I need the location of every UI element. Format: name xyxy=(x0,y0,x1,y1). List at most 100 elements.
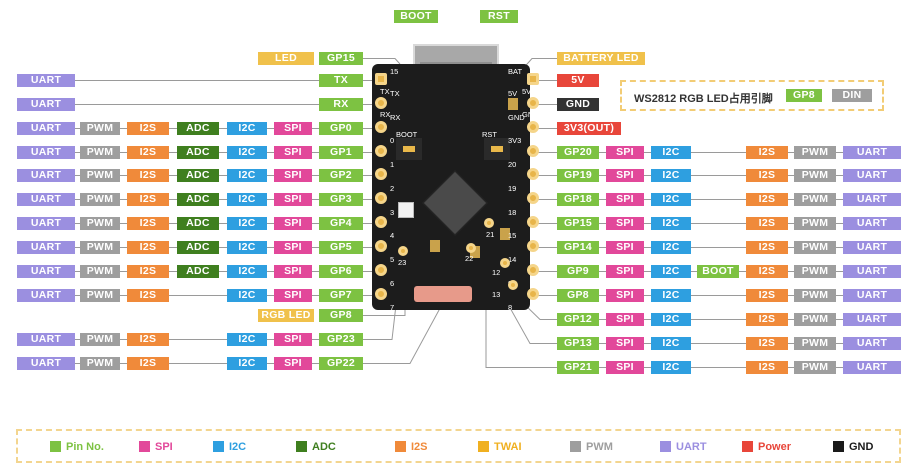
right-pin-pad xyxy=(527,168,539,180)
right-pin-pad xyxy=(527,97,539,109)
pwm-label: PWM xyxy=(794,337,836,350)
i2c-label: I2C xyxy=(227,265,267,278)
legend-swatch xyxy=(660,441,671,452)
i2c-label: I2C xyxy=(227,357,267,370)
legend-label: I2C xyxy=(229,441,247,453)
right-pin-number: 14 xyxy=(508,255,517,264)
i2c-label: I2C xyxy=(651,313,691,326)
i2c-label: I2C xyxy=(227,217,267,230)
legend-item-adc: ADC xyxy=(296,441,336,453)
right-pin-pad xyxy=(527,145,539,157)
right-pin-number: 18 xyxy=(508,208,517,217)
inner-pin-pad xyxy=(398,246,408,256)
left-pin-pad xyxy=(375,240,387,252)
i2s-label: I2S xyxy=(746,146,788,159)
inner-pin-pad xyxy=(484,218,494,228)
pwm-label: PWM xyxy=(794,193,836,206)
left-pin-pad xyxy=(375,264,387,276)
left-pin-number: TX xyxy=(390,89,400,98)
i2s-label: I2S xyxy=(746,361,788,374)
i2c-label: I2C xyxy=(651,241,691,254)
legend-swatch xyxy=(50,441,61,452)
legend-swatch xyxy=(139,441,150,452)
inner-pin-number: 12 xyxy=(492,268,501,277)
left-pin-pad xyxy=(375,73,387,85)
i2s-label: I2S xyxy=(127,333,169,346)
i2c-label: I2C xyxy=(227,169,267,182)
gp0-label: GP0 xyxy=(319,122,363,135)
inner-pin-number: 13 xyxy=(492,290,501,299)
spi-label: SPI xyxy=(606,146,644,159)
i2s-label: I2S xyxy=(127,265,169,278)
pwm-label: PWM xyxy=(794,146,836,159)
board-pad xyxy=(508,98,518,110)
gp21-label: GP21 xyxy=(557,361,599,374)
left-pin-pad xyxy=(375,216,387,228)
right-pin-number: 19 xyxy=(508,184,517,193)
pwm-label: PWM xyxy=(80,146,120,159)
left-pin-number: 0 xyxy=(390,136,395,145)
inner-pin-pad xyxy=(508,280,518,290)
gp20-label: GP20 xyxy=(557,146,599,159)
uart-label: UART xyxy=(17,98,75,111)
left-pin-pad xyxy=(375,97,387,109)
pwm-label: PWM xyxy=(80,193,120,206)
i2s-label: I2S xyxy=(746,265,788,278)
boot-button-cap xyxy=(403,146,415,152)
uart-label: UART xyxy=(843,313,901,326)
board-pad xyxy=(470,246,480,258)
left-pin-number: 5 xyxy=(390,255,395,264)
spi-label: SPI xyxy=(274,357,312,370)
i2c-label: I2C xyxy=(651,146,691,159)
adc-label: ADC xyxy=(177,217,219,230)
left-pin-pad xyxy=(375,121,387,133)
uart-label: UART xyxy=(17,146,75,159)
pwm-label: PWM xyxy=(80,217,120,230)
legend-item-spi: SPI xyxy=(139,441,173,453)
spi-label: SPI xyxy=(274,193,312,206)
uart-label: UART xyxy=(843,337,901,350)
pwm-label: PWM xyxy=(794,313,836,326)
spi-label: SPI xyxy=(606,289,644,302)
right-pin-pad xyxy=(527,264,539,276)
rgb-led xyxy=(398,202,414,218)
uart-label: UART xyxy=(843,169,901,182)
i2c-label: I2C xyxy=(651,169,691,182)
spi-label: SPI xyxy=(606,193,644,206)
right-pin-pad xyxy=(527,240,539,252)
i2s-label: I2S xyxy=(746,193,788,206)
spi-label: SPI xyxy=(274,146,312,159)
left-pin-pad xyxy=(375,192,387,204)
spi-label: SPI xyxy=(606,217,644,230)
gp3-label: GP3 xyxy=(319,193,363,206)
inner-pin-number: 23 xyxy=(398,258,407,267)
pwm-label: PWM xyxy=(794,289,836,302)
uart-label: UART xyxy=(843,241,901,254)
left-pin-number: RX xyxy=(390,113,401,122)
legend-label: Power xyxy=(758,441,792,453)
gp1-label: GP1 xyxy=(319,146,363,159)
i2c-label: I2C xyxy=(651,217,691,230)
uart-label: UART xyxy=(17,74,75,87)
legend-swatch xyxy=(742,441,753,452)
spi-label: SPI xyxy=(606,337,644,350)
pwm-label: PWM xyxy=(794,241,836,254)
legend-item-twai: TWAI xyxy=(478,441,522,453)
legend-item-power: Power xyxy=(742,441,791,453)
pwm-label: PWM xyxy=(794,217,836,230)
right-pin-pad xyxy=(527,216,539,228)
right-pin-number: 3V3 xyxy=(508,136,522,145)
i2s-label: I2S xyxy=(127,241,169,254)
i2c-label: I2C xyxy=(651,289,691,302)
left-pin-number: 3 xyxy=(390,208,395,217)
uart-label: UART xyxy=(17,333,75,346)
legend-swatch xyxy=(478,441,489,452)
legend xyxy=(16,429,901,463)
i2s-label: I2S xyxy=(127,193,169,206)
legend-item-pin-no: Pin No. xyxy=(50,441,104,453)
i2s-label: I2S xyxy=(127,169,169,182)
ws2812-pin: GP8 xyxy=(786,89,822,102)
rgb-led-label: RGB LED xyxy=(258,309,314,322)
legend-label: SPI xyxy=(155,441,173,453)
legend-swatch xyxy=(395,441,406,452)
